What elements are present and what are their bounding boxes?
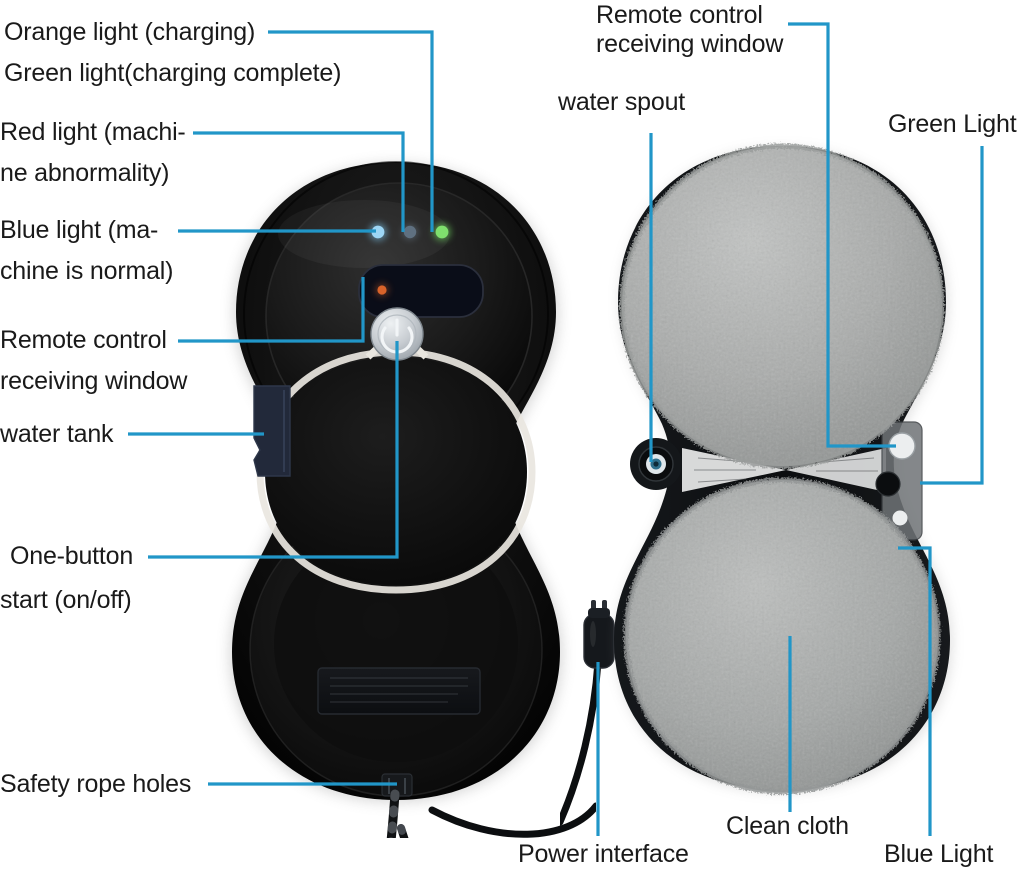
label-clean-cloth: Clean cloth <box>726 812 849 840</box>
power-cable-segment <box>560 658 602 826</box>
label-power-interface: Power interface <box>518 840 689 868</box>
label-water-tank: water tank <box>0 420 114 448</box>
label-remote-left-line1: Remote control <box>0 326 167 354</box>
ir-red-indicator-glow <box>375 283 389 297</box>
water-spout-nozzle <box>630 438 682 490</box>
label-red-light-line1: Red light (machi- <box>0 118 186 146</box>
label-blue-light-right: Blue Light <box>884 840 994 868</box>
label-one-button-line1: One-button <box>10 542 134 570</box>
center-disc <box>265 357 527 585</box>
power-connector-plug <box>583 600 615 669</box>
green-light-dot <box>892 510 908 526</box>
safety-rope-cords <box>386 789 409 838</box>
label-blue-light-line2: chine is normal) <box>0 257 174 285</box>
power-button[interactable] <box>370 307 424 361</box>
label-one-button-line2: start (on/off) <box>0 586 132 614</box>
robot-front-view <box>230 161 596 838</box>
robot-bottom-view <box>614 143 952 795</box>
label-orange-light: Orange light (charging) <box>4 18 256 46</box>
center-label-plates <box>682 448 886 492</box>
dark-sensor-dot <box>875 471 901 497</box>
rating-label-plate <box>317 667 481 715</box>
label-green-light-right: Green Light <box>888 110 1017 138</box>
label-remote-right-line2: receiving window <box>596 30 784 58</box>
label-remote-left-line2: receiving window <box>0 367 188 395</box>
remote-receiver-dot <box>888 432 916 460</box>
label-red-light-line2: ne abnormality) <box>0 159 170 187</box>
cleaning-pad-bottom <box>623 477 941 795</box>
power-cable-and-plug <box>560 600 615 826</box>
dim-led <box>403 225 417 239</box>
label-water-spout: water spout <box>558 88 686 116</box>
label-safety-rope-holes: Safety rope holes <box>0 770 192 798</box>
blue-led <box>371 225 385 239</box>
led-indicator-group <box>369 223 451 241</box>
label-blue-light-line1: Blue light (ma- <box>0 216 159 244</box>
green-led <box>435 225 449 239</box>
water-tank-tab[interactable] <box>253 385 291 477</box>
label-remote-right-line1: Remote control <box>596 1 763 29</box>
top-lobe-sheen <box>278 200 450 268</box>
label-green-light-complete: Green light(charging complete) <box>4 59 342 87</box>
power-cable <box>428 802 596 838</box>
ir-receiver-window <box>358 264 484 318</box>
